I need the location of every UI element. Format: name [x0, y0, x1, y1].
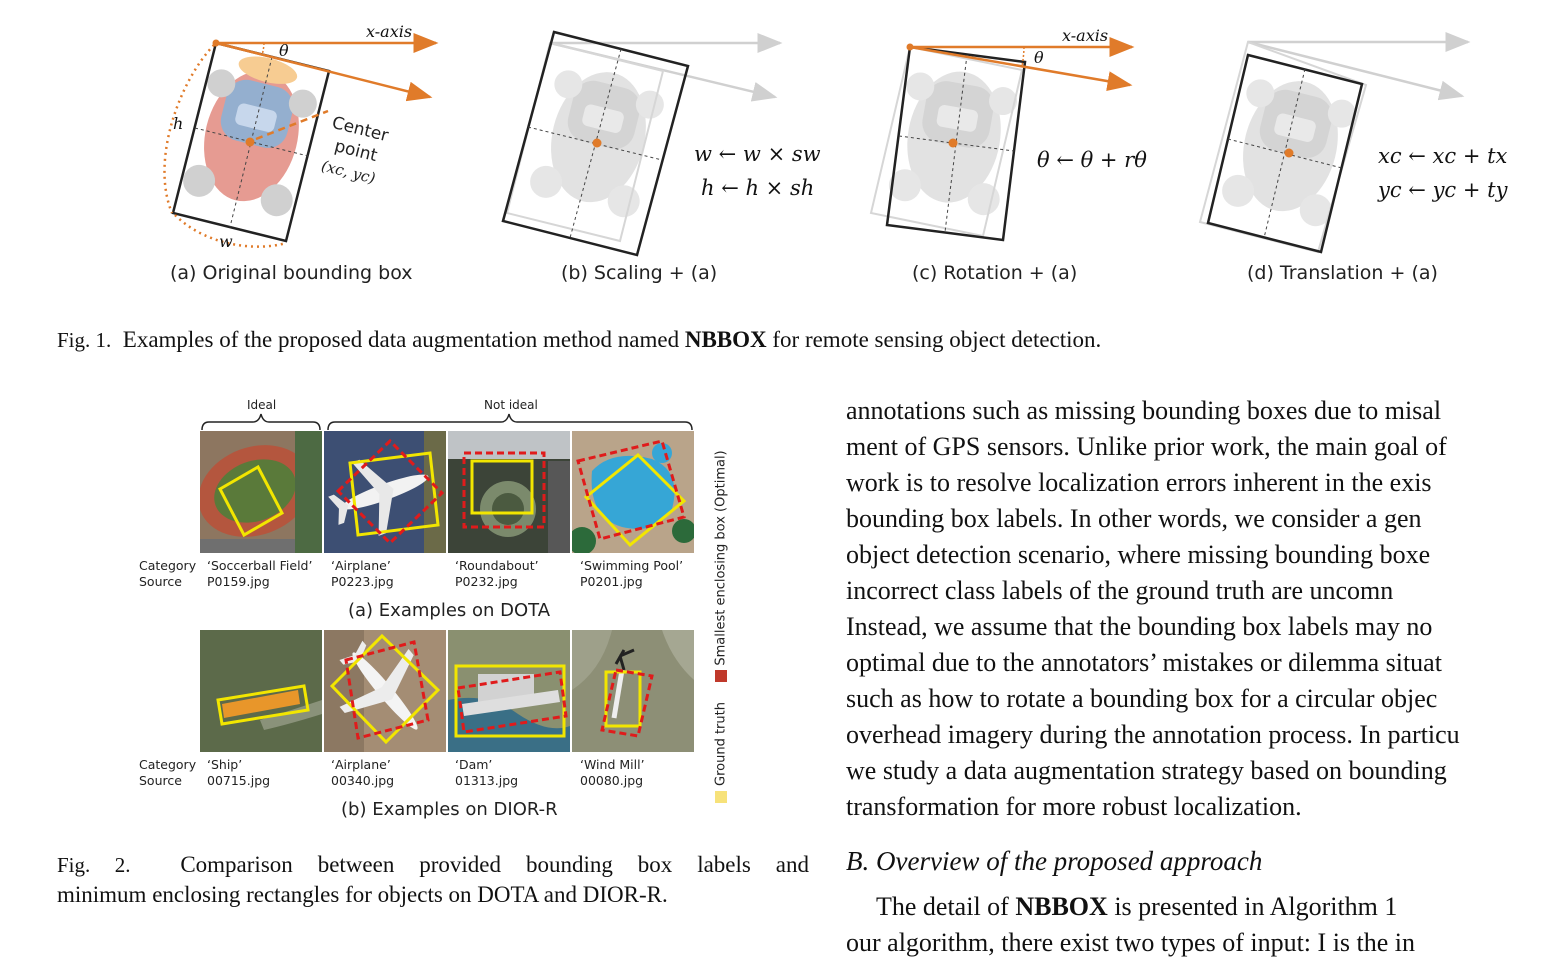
panel-b-label: (b) Scaling + (a)	[561, 262, 718, 284]
body-line: object detection scenario, where missing…	[846, 540, 1431, 569]
body-line: annotations such as missing bounding box…	[846, 396, 1442, 425]
panel-d-graphic	[1198, 32, 1471, 254]
figure-2-braces	[201, 413, 693, 431]
body-line: overhead imagery during the annotation p…	[846, 720, 1460, 749]
dior-category-0: ‘Ship’	[207, 757, 243, 772]
ideal-label: Ideal	[247, 398, 277, 412]
dota-thumb-airplane	[324, 431, 446, 553]
body-paragraph: annotations such as missing bounding box…	[846, 393, 1550, 825]
body-line: bounding box labels. In other words, we …	[846, 504, 1422, 533]
translation-equation-1: xc ← xc + tx	[1378, 144, 1508, 168]
theta-label-a: θ	[279, 41, 289, 60]
dior-source-2: 01313.jpg	[455, 773, 519, 788]
dior-category-1: ‘Airplane’	[331, 757, 391, 772]
scaling-equation-1: w ← w × sw	[694, 142, 821, 166]
dior-category-3: ‘Wind Mill’	[580, 757, 645, 772]
translation-equation-2: yc ← yc + ty	[1378, 178, 1508, 202]
dota-thumb-roundabout	[448, 431, 570, 553]
figure-2-caption-line-2: minimum enclosing rectangles for objects…	[57, 882, 668, 907]
figure-1	[163, 30, 1471, 257]
x-axis-label-c: x-axis	[1062, 26, 1109, 45]
dior-source-3: 00080.jpg	[580, 773, 644, 788]
last-paragraph-line: The detail of NBBOX is presented in Algo…	[876, 892, 1398, 921]
dota-caption: (a) Examples on DOTA	[348, 600, 551, 621]
panel-c-label: (c) Rotation + (a)	[912, 262, 1078, 284]
dota-source-2: P0232.jpg	[455, 574, 518, 589]
scaling-equation-2: h ← h × sh	[701, 176, 815, 200]
body-line: we study a data augmentation strategy ba…	[846, 756, 1447, 785]
legend-optimal-label: Smallest enclosing box (Optimal)	[713, 450, 729, 666]
figure-2-caption-line-1: Fig. 2. Comparison between provided boun…	[57, 852, 810, 877]
section-heading: B. Overview of the proposed approach	[846, 846, 1263, 876]
dota-category-label: Category	[139, 558, 197, 573]
w-label: w	[219, 232, 233, 251]
figure-1-caption: Fig. 1. Examples of the proposed data au…	[57, 327, 1102, 352]
panel-c-graphic	[869, 37, 1135, 242]
dior-thumb-wind-mill	[572, 630, 694, 752]
dior-source-0: 00715.jpg	[207, 773, 271, 788]
h-label: h	[173, 114, 184, 133]
dota-source-1: P0223.jpg	[331, 574, 394, 589]
dota-category-3: ‘Swimming Pool’	[580, 558, 684, 573]
body-line: such as how to rotate a bounding box for…	[846, 684, 1438, 713]
dota-category-1: ‘Airplane’	[331, 558, 391, 573]
body-line: optimal due to the annotators’ mistakes …	[846, 648, 1442, 677]
not-ideal-label: Not ideal	[484, 398, 538, 412]
dota-category-2: ‘Roundabout’	[455, 558, 539, 573]
x-axis-label-a: x-axis	[366, 22, 413, 41]
panel-d-label: (d) Translation + (a)	[1247, 262, 1438, 284]
panel-a-label: (a) Original bounding box	[170, 262, 413, 284]
cut-off-line: our algorithm, there exist two types of …	[846, 928, 1416, 957]
dior-thumb-dam	[448, 630, 570, 752]
body-line: ment of GPS sensors. Unlike prior work, …	[846, 432, 1447, 461]
legend-optimal-swatch	[715, 670, 727, 682]
legend-gt-label: Ground truth	[713, 702, 729, 786]
dior-caption: (b) Examples on DIOR-R	[341, 799, 558, 820]
body-line: work is to resolve localization errors i…	[846, 468, 1432, 497]
body-line: Instead, we assume that the bounding box…	[846, 612, 1433, 641]
dior-category-label: Category	[139, 757, 197, 772]
dota-thumb-swimming-pool	[572, 431, 694, 553]
rotation-equation: θ ← θ + rθ	[1037, 148, 1147, 172]
body-line: transformation for more robust localizat…	[846, 792, 1302, 821]
dior-thumb-airplane	[324, 630, 446, 752]
dior-source-label: Source	[139, 773, 182, 788]
dior-category-2: ‘Dam’	[455, 757, 493, 772]
dota-thumb-soccerball-field	[200, 431, 322, 553]
legend-gt-swatch	[715, 791, 727, 803]
body-line: incorrect class labels of the ground tru…	[846, 576, 1394, 605]
dota-category-0: ‘Soccerball Field’	[207, 558, 313, 573]
theta-label-c: θ	[1034, 48, 1044, 67]
panel-a-graphic	[163, 33, 439, 248]
dior-thumb-ship	[200, 630, 322, 752]
dota-source-0: P0159.jpg	[207, 574, 270, 589]
dota-source-3: P0201.jpg	[580, 574, 643, 589]
panel-b-graphic	[501, 30, 783, 257]
dota-source-label: Source	[139, 574, 182, 589]
dior-source-1: 00340.jpg	[331, 773, 395, 788]
